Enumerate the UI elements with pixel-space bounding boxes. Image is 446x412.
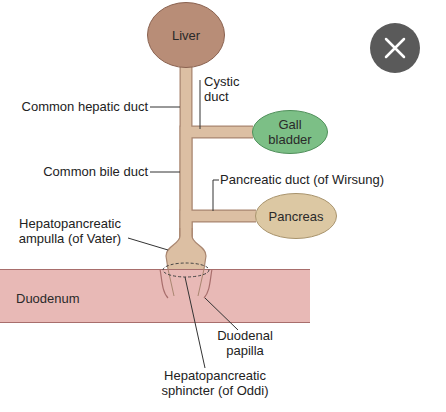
ampulla-fill (166, 228, 206, 269)
duct-connector (181, 67, 192, 270)
duodenum-edge (0, 270, 310, 323)
papilla-channel (168, 269, 204, 296)
part-label: Common bile duct (2, 164, 148, 179)
duodenum-band: Duodenum (0, 269, 310, 323)
organ-shape (148, 3, 225, 68)
organ-shape (253, 111, 328, 154)
part-label: Pancreatic duct (of Wirsung) (220, 172, 440, 187)
close-button (370, 23, 420, 73)
organ-name: Liver (172, 28, 200, 43)
duct-connector (186, 216, 256, 270)
leader-line (150, 107, 180, 108)
leader-line (213, 180, 219, 211)
part-label: Hepatopancreatic ampulla (of Vater) (0, 216, 140, 246)
organ-name: Duodenum (16, 291, 80, 306)
part-label: Common hepatic duct (2, 99, 148, 114)
duct-fills (186, 67, 256, 270)
duct-outlines (186, 67, 256, 270)
part-label: Duodenal papilla (210, 328, 280, 358)
part-label: Hepatopancreatic sphincter (of Oddi) (140, 368, 290, 398)
close-icon (386, 39, 404, 57)
sphincter-ring (163, 263, 209, 277)
organ-name: Gall bladder (260, 117, 320, 147)
part-label: Cystic duct (204, 74, 254, 104)
duodenum-wall (0, 269, 310, 323)
organ-name: Pancreas (269, 209, 324, 224)
ampulla-outline (166, 228, 206, 269)
organ-ellipse: Gall bladder (252, 110, 328, 154)
duct-outline (186, 216, 256, 270)
duct-outline (180, 67, 193, 270)
organ-ellipse: Pancreas (255, 193, 337, 239)
leader-line (150, 172, 180, 173)
papilla-outline (160, 269, 212, 298)
duct-connector (186, 132, 253, 270)
leader-line (205, 298, 238, 330)
leader-line (185, 277, 205, 368)
leader-line (128, 238, 168, 250)
organ-ellipse: Liver (147, 2, 225, 68)
duct-outline (186, 132, 253, 270)
leader-line (200, 80, 201, 129)
organ-shape (256, 194, 337, 239)
